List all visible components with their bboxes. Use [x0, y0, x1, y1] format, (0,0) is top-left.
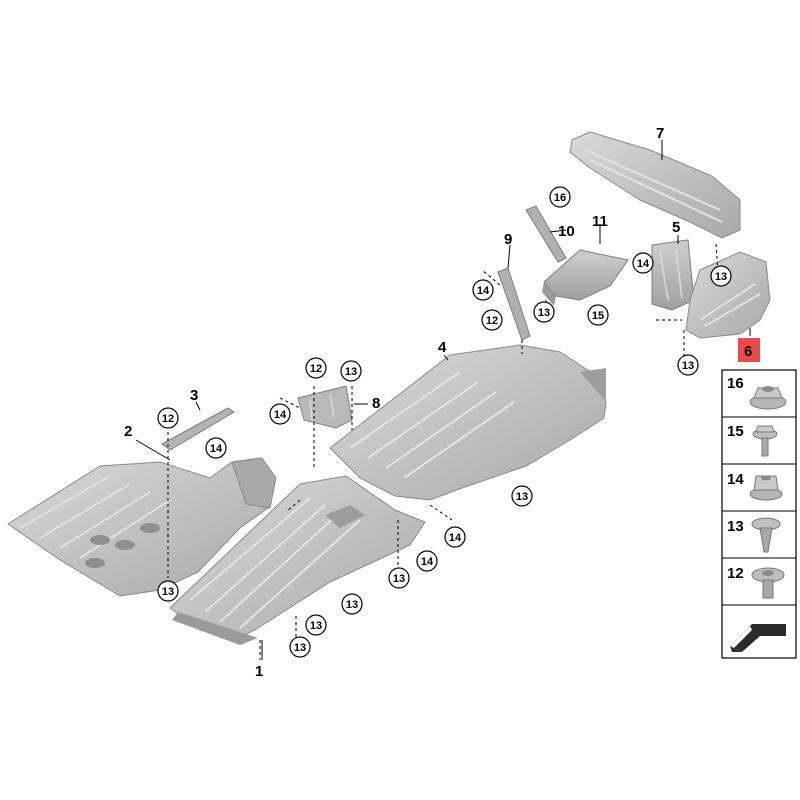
svg-text:16: 16	[727, 375, 744, 392]
callout-14: 14	[632, 252, 654, 274]
callout-13: 13	[511, 485, 533, 507]
fastener-legend: 16 15 14 13 12	[721, 369, 797, 659]
callout-13: 13	[289, 636, 311, 658]
callout-12: 12	[481, 309, 503, 331]
callout-15: 15	[587, 304, 609, 326]
label-part-2: 2	[124, 423, 132, 440]
label-part-8: 8	[372, 395, 380, 412]
label-part-9: 9	[504, 231, 512, 248]
part-6-air-duct	[685, 251, 771, 339]
svg-text:12: 12	[162, 413, 174, 425]
legend-item-16: 16	[727, 375, 787, 410]
leader-lines	[167, 243, 719, 660]
svg-text:13: 13	[310, 620, 322, 632]
callout-14: 14	[416, 550, 438, 572]
label-part-3: 3	[190, 387, 198, 404]
svg-text:15: 15	[592, 310, 604, 322]
svg-text:13: 13	[516, 491, 528, 503]
legend-item-15: 15	[727, 423, 778, 457]
callout-13: 13	[305, 614, 327, 636]
callout-12: 12	[157, 407, 179, 429]
part-9-strut	[497, 267, 531, 341]
direction-arrow-icon	[728, 624, 786, 652]
svg-text:14: 14	[274, 409, 287, 421]
callout-13: 13	[341, 593, 363, 615]
part-4-underbody-panel	[329, 344, 607, 501]
svg-text:14: 14	[637, 258, 650, 270]
label-part-5: 5	[672, 219, 680, 236]
callout-13: 13	[677, 354, 699, 376]
callout-13: 13	[388, 567, 410, 589]
legend-item-14: 14	[727, 471, 783, 501]
svg-text:14: 14	[727, 471, 744, 488]
callout-13: 13	[710, 265, 732, 287]
callout-13: 13	[340, 360, 362, 382]
callout-13: 13	[157, 580, 179, 602]
legend-item-13: 13	[727, 517, 781, 553]
svg-text:12: 12	[486, 315, 498, 327]
callout-13: 13	[533, 301, 555, 323]
part-11-cover-plate	[542, 249, 629, 306]
svg-text:13: 13	[294, 642, 306, 654]
callout-14: 14	[444, 526, 466, 548]
label-part-7: 7	[656, 125, 664, 142]
part-3-bracket	[161, 407, 235, 451]
svg-text:15: 15	[727, 423, 744, 440]
svg-text:14: 14	[477, 285, 490, 297]
part-labels: 1 2 3 4 5 6 7 8 9 10 11	[124, 125, 760, 680]
svg-text:13: 13	[538, 307, 550, 319]
legend-item-12: 12	[727, 565, 785, 599]
svg-text:13: 13	[715, 271, 727, 283]
callout-14: 14	[472, 279, 494, 301]
svg-text:14: 14	[421, 556, 434, 568]
svg-text:12: 12	[310, 363, 322, 375]
part-7-front-shield	[569, 131, 741, 239]
label-part-6: 6	[744, 343, 752, 360]
part-1-underbody-panel	[169, 475, 426, 645]
label-part-4: 4	[438, 339, 447, 356]
label-part-1: 1	[255, 663, 263, 680]
callout-14: 14	[269, 403, 291, 425]
callout-14: 14	[205, 437, 227, 459]
part-2-underbody-panel	[7, 457, 277, 597]
callouts: 16 14 12 13 15 14 13 13	[157, 186, 732, 658]
svg-text:13: 13	[346, 599, 358, 611]
label-lines	[135, 140, 751, 660]
svg-text:13: 13	[345, 366, 357, 378]
svg-text:13: 13	[393, 573, 405, 585]
label-part-10: 10	[558, 223, 575, 240]
svg-text:13: 13	[162, 586, 174, 598]
svg-text:13: 13	[682, 360, 694, 372]
svg-text:16: 16	[554, 192, 566, 204]
label-part-11: 11	[592, 213, 608, 230]
svg-text:12: 12	[727, 565, 744, 582]
part-6-highlight	[738, 338, 760, 362]
part-10-brace	[525, 205, 567, 263]
svg-text:14: 14	[449, 532, 462, 544]
part-5-bracket	[651, 239, 695, 311]
part-8-mounting-bracket	[297, 385, 353, 429]
callout-16: 16	[549, 186, 571, 208]
callout-12: 12	[305, 357, 327, 379]
svg-text:14: 14	[210, 443, 223, 455]
svg-text:13: 13	[727, 518, 744, 535]
